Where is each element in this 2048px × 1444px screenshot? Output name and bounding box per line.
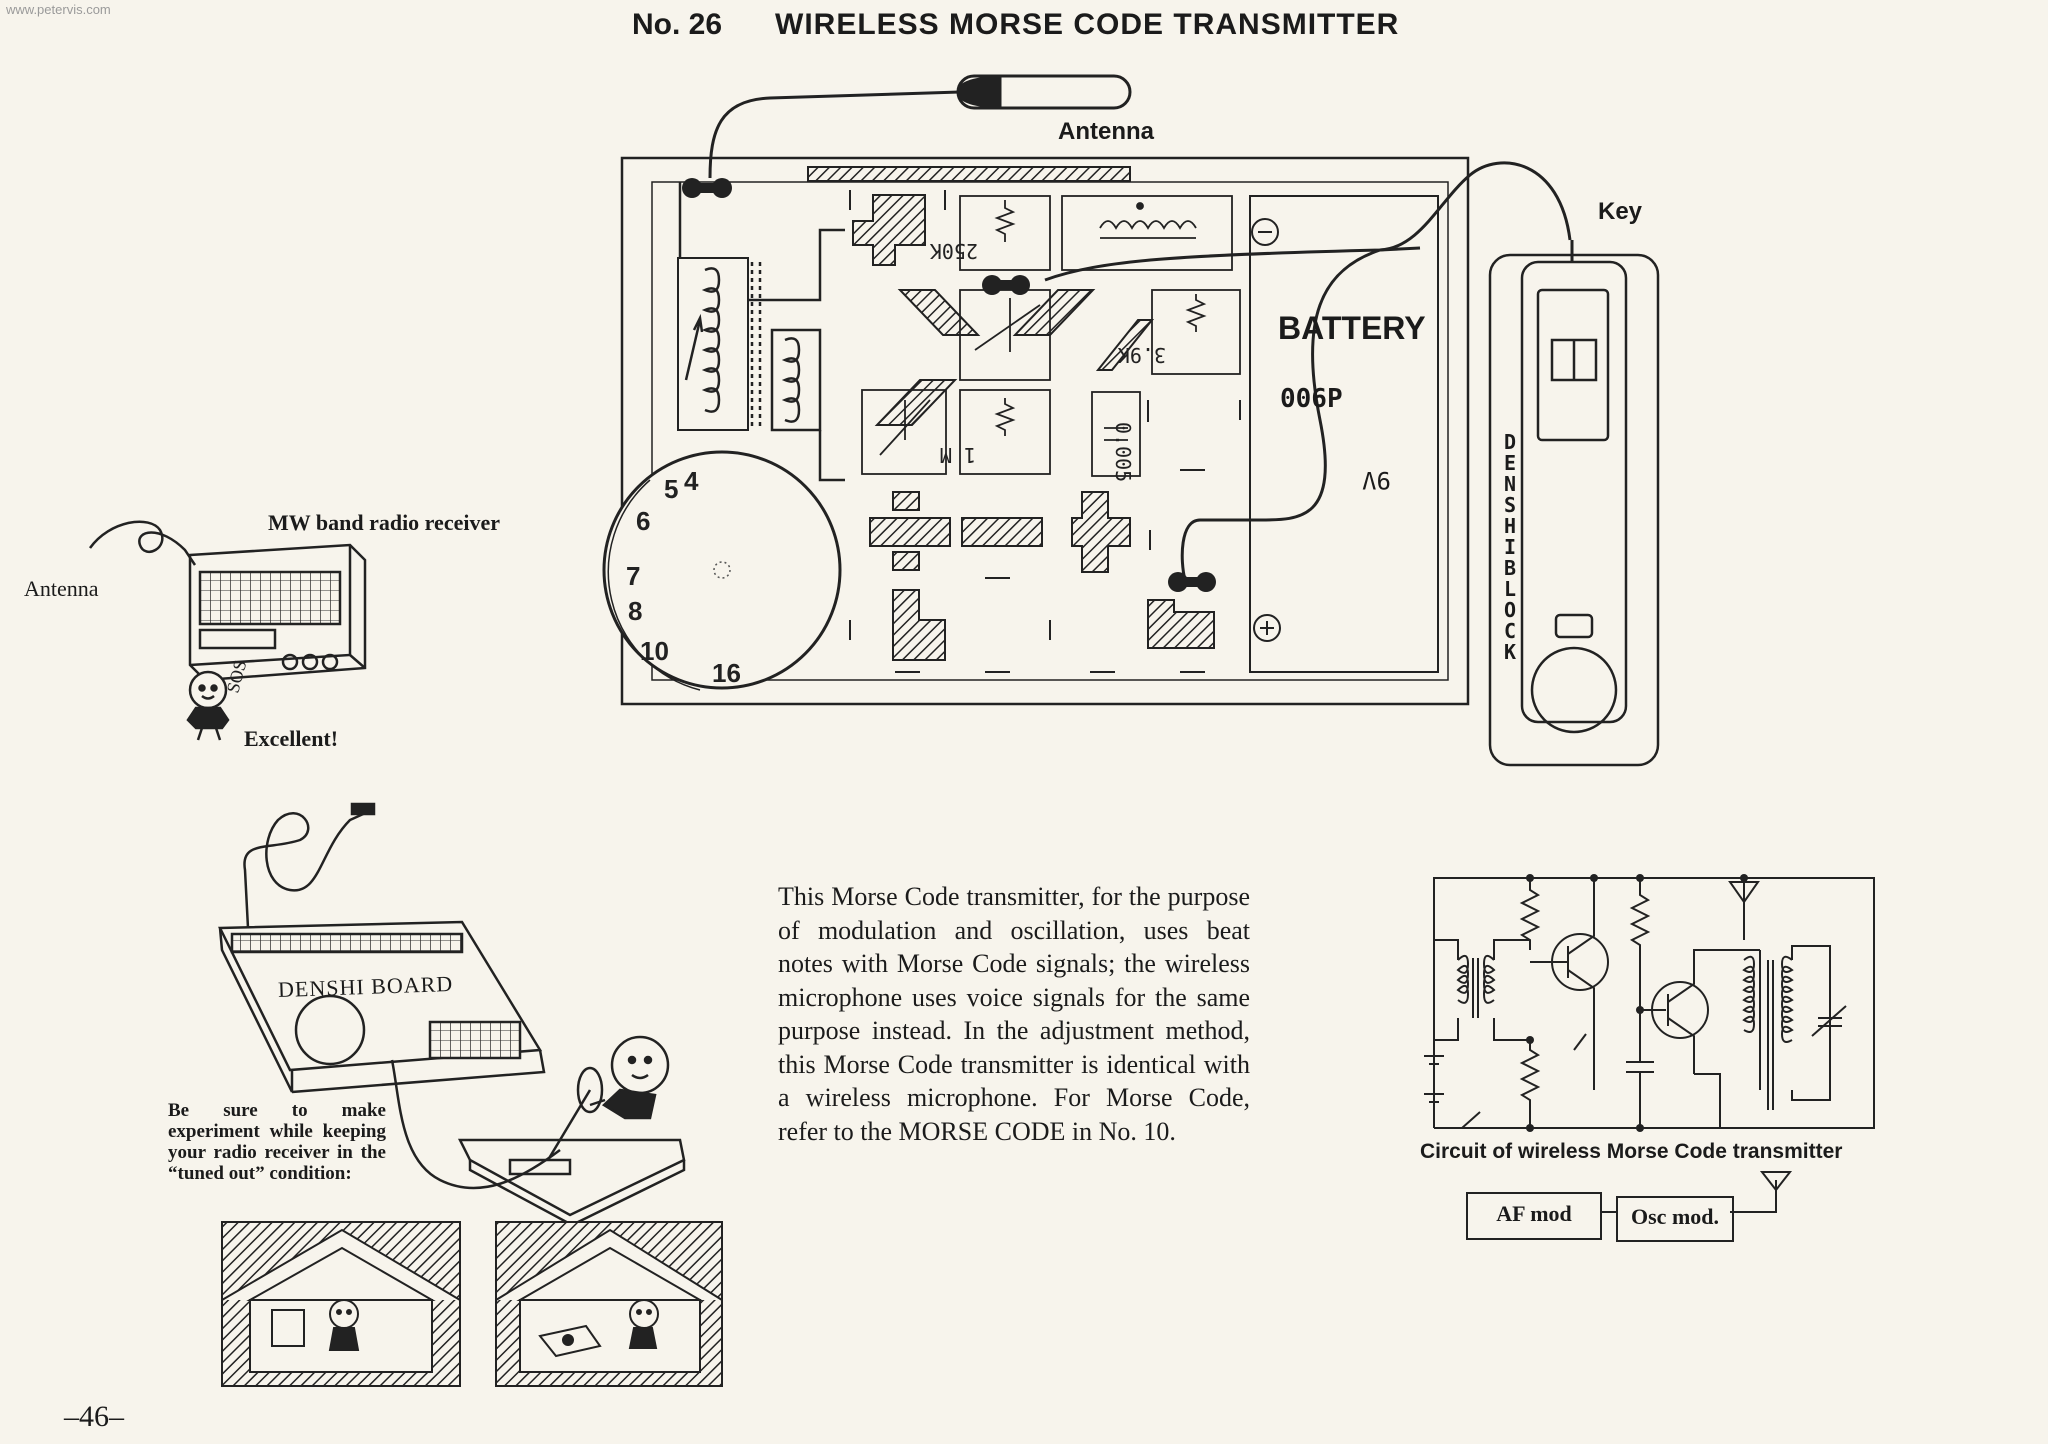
af-mod-block: AF mod — [1466, 1192, 1602, 1240]
af-mod-label: AF mod — [1496, 1201, 1572, 1226]
circuit-caption: Circuit of wireless Morse Code transmitt… — [1420, 1140, 1842, 1164]
page-number: –46– — [64, 1400, 124, 1434]
osc-mod-label: Osc mod. — [1631, 1204, 1719, 1229]
osc-mod-block: Osc mod. — [1616, 1196, 1734, 1242]
